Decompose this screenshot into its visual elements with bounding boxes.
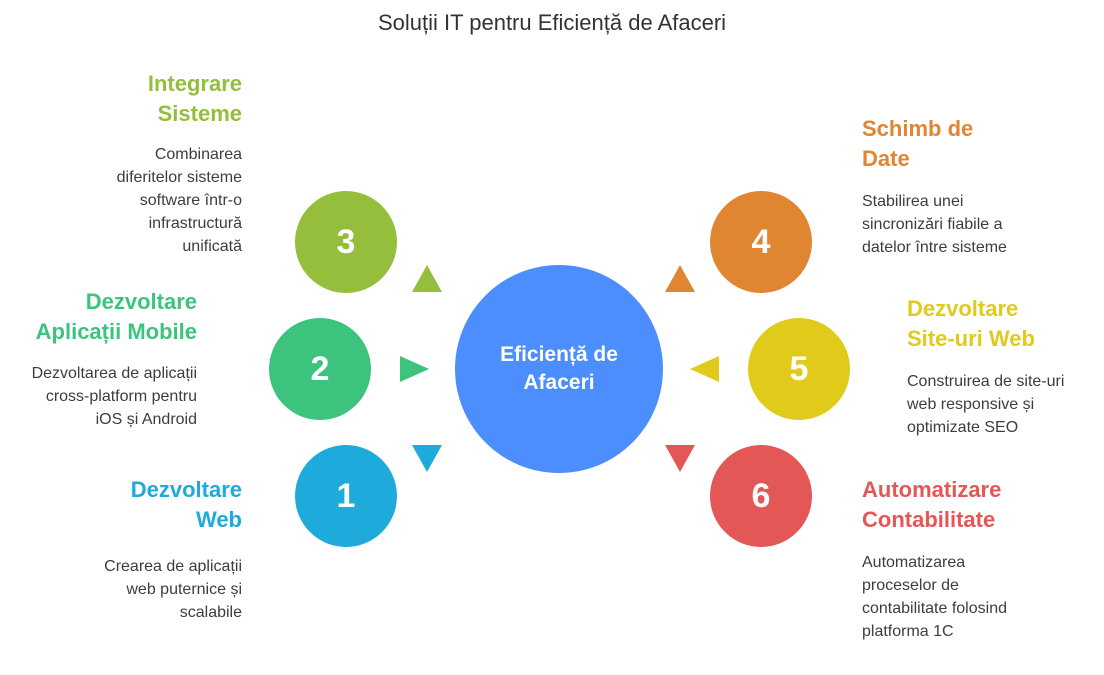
step-1-circle: 1 <box>295 445 397 547</box>
arrow-down-icon <box>665 445 695 472</box>
step-5-circle: 5 <box>748 318 850 420</box>
step-2-title: Dezvoltare Aplicații Mobile <box>35 289 197 344</box>
step-5-description: Construirea de site-uri web responsive ș… <box>907 373 1065 436</box>
arrow-up-icon <box>665 265 695 292</box>
center-circle: Eficiență de Afaceri <box>455 265 663 473</box>
step-6-description: Automatizarea proceselor de contabilitat… <box>862 554 1007 640</box>
step-2-circle: 2 <box>269 318 371 420</box>
step-3-circle: 3 <box>295 191 397 293</box>
step-4-title: Schimb de Date <box>862 116 974 171</box>
step-3-description: Combinarea diferitelor sisteme software … <box>116 146 242 255</box>
diagram-title: Soluții IT pentru Eficiență de Afaceri <box>377 10 727 35</box>
step-4-text: Schimb de Date Stabilirea unei sincroniz… <box>862 114 1042 259</box>
step-3-title: Integrare Sisteme <box>147 71 242 126</box>
center-label: Eficiență de Afaceri <box>500 343 618 394</box>
step-6-text: Automatizare Contabilitate Automatizarea… <box>862 475 1027 643</box>
step-2-description: Dezvoltarea de aplicații cross-platform … <box>31 365 197 428</box>
step-5-title: Dezvoltare Site-uri Web <box>907 296 1035 351</box>
step-1-description: Crearea de aplicații web puternice și sc… <box>104 558 242 621</box>
step-4-circle: 4 <box>710 191 812 293</box>
step-3-text: Integrare Sisteme Combinarea diferitelor… <box>2 69 242 258</box>
step-1-text: Dezvoltare Web Crearea de aplicații web … <box>2 475 242 624</box>
step-1-title: Dezvoltare Web <box>130 477 242 532</box>
arrow-down-icon <box>412 445 442 472</box>
arrow-left-icon <box>690 356 719 382</box>
step-4-description: Stabilirea unei sincronizări fiabile a d… <box>862 193 1007 256</box>
step-6-title: Automatizare Contabilitate <box>862 477 1002 532</box>
step-2-text: Dezvoltare Aplicații Mobile Dezvoltarea … <box>0 287 197 431</box>
step-6-circle: 6 <box>710 445 812 547</box>
arrow-right-icon <box>400 356 429 382</box>
step-5-text: Dezvoltare Site-uri Web Construirea de s… <box>907 294 1087 439</box>
arrow-up-icon <box>412 265 442 292</box>
